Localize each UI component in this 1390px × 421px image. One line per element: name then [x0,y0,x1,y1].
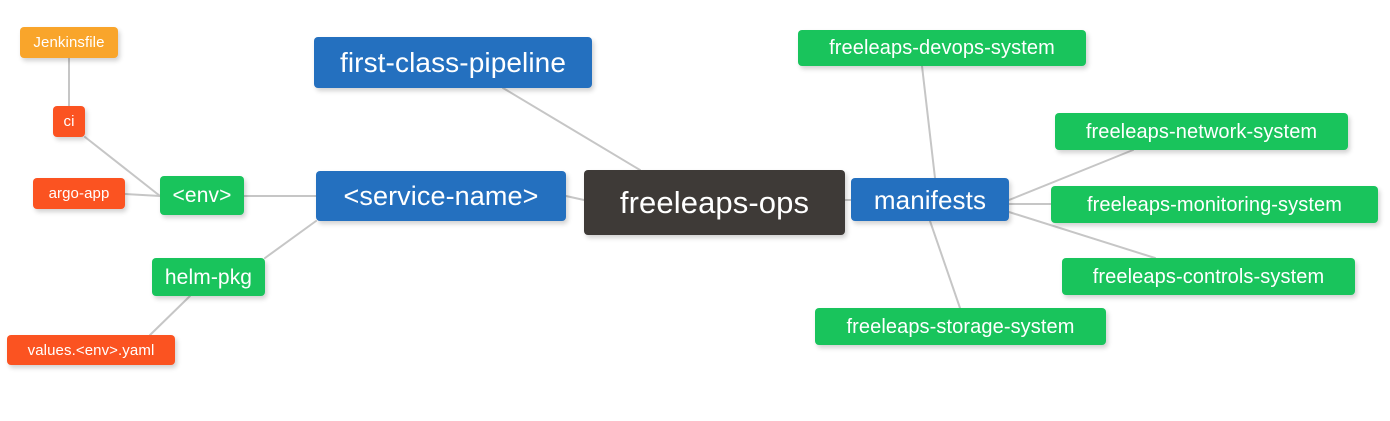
node-service-name[interactable]: <service-name> [316,171,566,221]
node-argo-app[interactable]: argo-app [33,178,125,209]
edge-manifests-to-freeleaps-storage-system [929,220,961,309]
edge-helm-pkg-to-values-yaml [149,295,191,336]
node-manifests[interactable]: manifests [851,178,1009,221]
node-helm-pkg[interactable]: helm-pkg [152,258,265,296]
edge-manifests-to-freeleaps-devops-system [921,65,936,179]
node-jenkinsfile[interactable]: Jenkinsfile [20,27,118,58]
node-env[interactable]: <env> [160,176,244,215]
edge-service-name-to-helm-pkg [264,220,317,259]
node-first-class-pipeline[interactable]: first-class-pipeline [314,37,592,88]
node-freeleaps-devops-system[interactable]: freeleaps-devops-system [798,30,1086,66]
edge-argo-app-to-env [124,193,161,197]
node-freeleaps-network-system[interactable]: freeleaps-network-system [1055,113,1348,150]
edge-service-name-to-freeleaps-ops [565,195,585,201]
node-ci[interactable]: ci [53,106,85,137]
node-freeleaps-monitoring-system[interactable]: freeleaps-monitoring-system [1051,186,1378,223]
node-freeleaps-controls-system[interactable]: freeleaps-controls-system [1062,258,1355,295]
edge-first-class-pipeline-to-freeleaps-ops [502,87,641,171]
node-freeleaps-ops[interactable]: freeleaps-ops [584,170,845,235]
node-freeleaps-storage-system[interactable]: freeleaps-storage-system [815,308,1106,345]
node-values-yaml[interactable]: values.<env>.yaml [7,335,175,365]
